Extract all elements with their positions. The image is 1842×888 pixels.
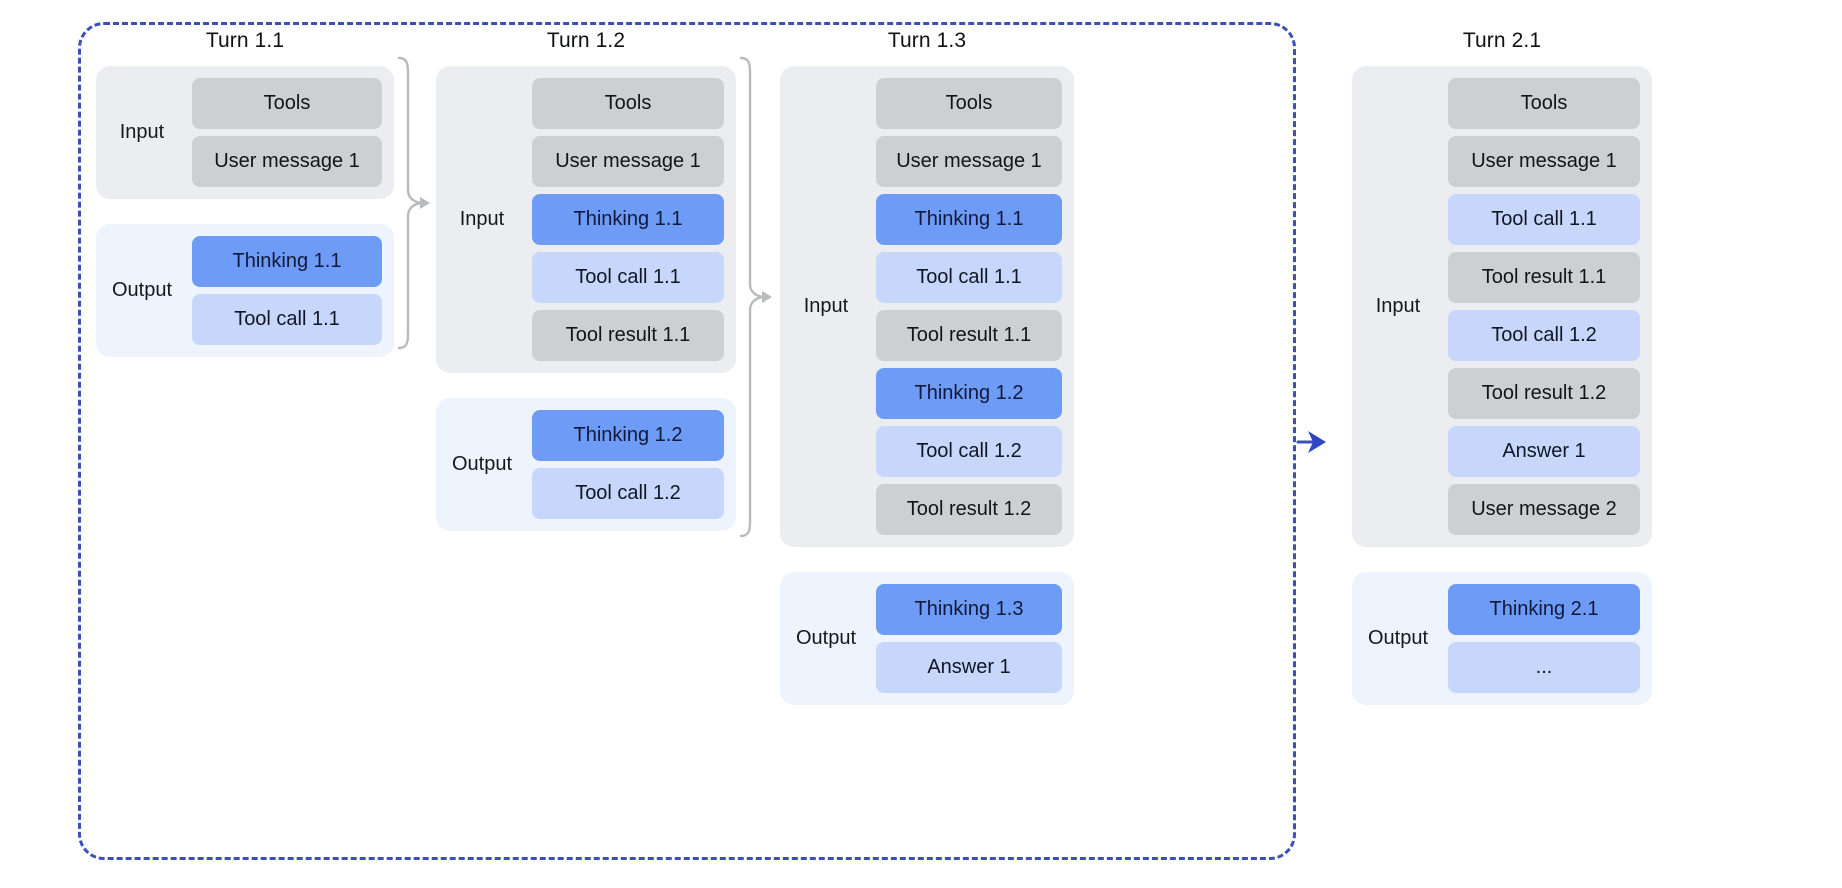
chip-answer-1: Answer 1 (1448, 426, 1640, 477)
output-label-turn-1-2: Output (451, 453, 513, 475)
input-label-turn-1-2: Input (459, 208, 505, 230)
output-panel-turn-2-1: Output Thinking 2.1... (1352, 572, 1652, 705)
chip-tool-call-1-1: Tool call 1.1 (192, 294, 382, 345)
chip-tool-result-1-1: Tool result 1.1 (876, 310, 1062, 361)
chip-thinking-2-1: Thinking 2.1 (1448, 584, 1640, 635)
chip-thinking-1-1: Thinking 1.1 (192, 236, 382, 287)
column-title-turn-1-3: Turn 1.3 (887, 29, 967, 52)
connector-bracket-turn-1-1-to-1-2 (396, 56, 438, 356)
output-label-turn-1-1: Output (111, 279, 173, 301)
chip-tools: Tools (1448, 78, 1640, 129)
chip-tool-call-1-1: Tool call 1.1 (876, 252, 1062, 303)
panel-spacer (780, 547, 1074, 572)
output-label-turn-1-3: Output (795, 627, 857, 649)
chip-tool-result-1-1: Tool result 1.1 (1448, 252, 1640, 303)
chip-user-message-2: User message 2 (1448, 484, 1640, 535)
chip-user-message-1: User message 1 (1448, 136, 1640, 187)
chip-tool-result-1-2: Tool result 1.2 (1448, 368, 1640, 419)
panel-spacer (1352, 547, 1652, 572)
chip-thinking-1-1: Thinking 1.1 (876, 194, 1062, 245)
chip-thinking-1-2: Thinking 1.2 (532, 410, 724, 461)
chip-user-message-1: User message 1 (876, 136, 1062, 187)
chip-answer-1: Answer 1 (876, 642, 1062, 693)
column-title-turn-2-1: Turn 2.1 (1462, 29, 1542, 52)
chip-tool-result-1-2: Tool result 1.2 (876, 484, 1062, 535)
chip-tool-call-1-2: Tool call 1.2 (532, 468, 724, 519)
chip-thinking-1-3: Thinking 1.3 (876, 584, 1062, 635)
column-title-turn-1-1: Turn 1.1 (205, 29, 285, 52)
chip-tool-result-1-1: Tool result 1.1 (532, 310, 724, 361)
input-label-turn-1-3: Input (803, 295, 849, 317)
chip-: ... (1448, 642, 1640, 693)
output-label-turn-2-1: Output (1367, 627, 1429, 649)
panel-spacer (436, 373, 736, 398)
chip-tools: Tools (532, 78, 724, 129)
chip-user-message-1: User message 1 (192, 136, 382, 187)
chip-thinking-1-2: Thinking 1.2 (876, 368, 1062, 419)
connector-bracket-turn-1-2-to-1-3 (738, 56, 780, 544)
output-items-turn-2-1: Thinking 2.1... (1448, 584, 1640, 693)
chip-tool-call-1-1: Tool call 1.1 (532, 252, 724, 303)
chip-tools: Tools (192, 78, 382, 129)
input-label-turn-2-1: Input (1375, 295, 1421, 317)
chip-tool-call-1-2: Tool call 1.2 (876, 426, 1062, 477)
connector-arrow-turn-1-to-turn-2 (1296, 425, 1336, 459)
column-title-turn-1-2: Turn 1.2 (546, 29, 626, 52)
chip-tools: Tools (876, 78, 1062, 129)
panel-spacer (96, 199, 394, 224)
input-label-turn-1-1: Input (119, 121, 165, 143)
chip-tool-call-1-2: Tool call 1.2 (1448, 310, 1640, 361)
chip-user-message-1: User message 1 (532, 136, 724, 187)
chip-thinking-1-1: Thinking 1.1 (532, 194, 724, 245)
chip-tool-call-1-1: Tool call 1.1 (1448, 194, 1640, 245)
